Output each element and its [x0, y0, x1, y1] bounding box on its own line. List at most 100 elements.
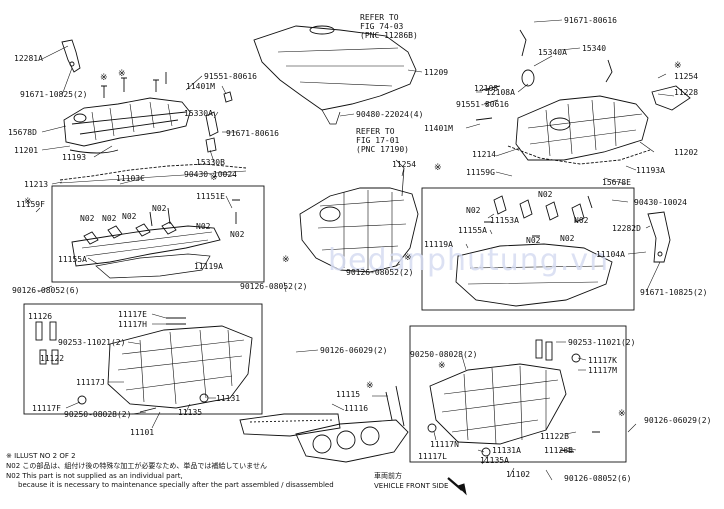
- part-label[interactable]: 91671-10825(2): [20, 90, 88, 99]
- part-label[interactable]: 11135: [178, 408, 203, 417]
- part-label[interactable]: 11117K: [588, 356, 617, 365]
- part-label[interactable]: 11201: [14, 146, 39, 155]
- part-label[interactable]: 12108A: [486, 88, 515, 97]
- part-label[interactable]: 11401M: [186, 82, 215, 91]
- note-code-n02: N02: [560, 234, 575, 243]
- star-mark: ※: [118, 69, 126, 79]
- intake-manifold: [299, 187, 419, 273]
- part-label[interactable]: 11202: [674, 148, 699, 157]
- part-label[interactable]: 11155A: [458, 226, 487, 235]
- note-code-n02: N02: [102, 214, 117, 223]
- part-label[interactable]: 11159F: [16, 200, 45, 209]
- part-label[interactable]: 15678D: [8, 128, 37, 137]
- part-label[interactable]: 91671-80616: [564, 16, 617, 25]
- part-label[interactable]: 90250-08028(2): [410, 350, 478, 359]
- part-label[interactable]: 11117N: [430, 440, 459, 449]
- part-label[interactable]: 90430-10024: [184, 170, 237, 179]
- part-label[interactable]: 11209: [424, 68, 449, 77]
- part-label[interactable]: 11122: [40, 354, 65, 363]
- part-label[interactable]: 11101: [130, 428, 155, 437]
- star-mark: ※: [618, 409, 626, 419]
- part-label[interactable]: 11117M: [588, 366, 617, 375]
- part-label[interactable]: 15330A: [184, 109, 213, 118]
- refer-1-line-3: (PNC 11286B): [360, 31, 418, 40]
- note-code-n02: N02: [230, 230, 245, 239]
- star-mark: ※: [24, 197, 32, 207]
- note-code-n02: N02: [466, 206, 481, 215]
- part-label[interactable]: 11119A: [424, 240, 453, 249]
- part-label[interactable]: 11159G: [466, 168, 495, 177]
- part-label[interactable]: 11254: [674, 72, 699, 81]
- part-label[interactable]: 11104A: [596, 250, 625, 259]
- part-label[interactable]: 11193: [62, 153, 87, 162]
- part-label[interactable]: 91551-80616: [204, 72, 257, 81]
- part-label[interactable]: 91671-80616: [226, 129, 279, 138]
- box-left-cam: [51, 185, 265, 283]
- part-label[interactable]: 90253-11021(2): [58, 338, 126, 347]
- star-mark: ※: [366, 381, 374, 391]
- valve-cover-right: [515, 95, 649, 161]
- front-label-english: VEHICLE FRONT SIDE: [374, 482, 449, 490]
- part-label[interactable]: 15678E: [602, 178, 631, 187]
- part-label[interactable]: 11228: [674, 88, 699, 97]
- part-label[interactable]: 11116: [344, 404, 369, 413]
- note-code-n02: N02: [574, 216, 589, 225]
- box-left-head: [23, 303, 263, 415]
- part-label[interactable]: 90250-08028(2): [64, 410, 132, 419]
- part-label[interactable]: 11119A: [194, 262, 223, 271]
- part-label[interactable]: 90253-11021(2): [568, 338, 636, 347]
- part-label[interactable]: 90126-06029(2): [320, 346, 388, 355]
- part-label[interactable]: 15330B: [196, 158, 225, 167]
- part-label[interactable]: 90126-08052(2): [346, 268, 414, 277]
- part-label[interactable]: 11153A: [490, 216, 519, 225]
- cam-housing-right: [455, 243, 613, 307]
- head-gasket-left: [239, 413, 341, 437]
- part-label[interactable]: 11254: [392, 160, 417, 169]
- box-right-cam: [421, 187, 635, 311]
- note-n02-japanese: N02 この部品は、組付け後の特殊な加工が必要なため、単品では補給していません: [6, 462, 267, 470]
- part-label[interactable]: 11122B: [540, 432, 569, 441]
- note-illust: ※ ILLUST NO 2 OF 2: [6, 452, 76, 460]
- bracket-left: [61, 39, 81, 73]
- part-label[interactable]: 90126-08052(2): [240, 282, 308, 291]
- part-label[interactable]: 12282D: [612, 224, 641, 233]
- box-right-head: [409, 325, 627, 463]
- part-label[interactable]: 11103C: [116, 174, 145, 183]
- part-label[interactable]: 11117E: [118, 310, 147, 319]
- part-label[interactable]: 11117H: [118, 320, 147, 329]
- part-label[interactable]: 90480-22024(4): [356, 110, 424, 119]
- part-label[interactable]: 11135A: [480, 456, 509, 465]
- part-label[interactable]: 11117J: [76, 378, 105, 387]
- part-label[interactable]: 11117L: [418, 452, 447, 461]
- part-label[interactable]: 15340: [582, 44, 607, 53]
- part-label[interactable]: 91551-80616: [456, 100, 509, 109]
- part-label[interactable]: 12281A: [14, 54, 43, 63]
- star-mark: ※: [100, 73, 108, 83]
- part-label[interactable]: 11131A: [492, 446, 521, 455]
- star-mark: ※: [404, 253, 412, 263]
- note-code-n02: N02: [538, 190, 553, 199]
- part-label[interactable]: 90126-08052(6): [12, 286, 80, 295]
- part-label[interactable]: 11213: [24, 180, 49, 189]
- part-label[interactable]: 90126-06029(2): [644, 416, 712, 425]
- part-label[interactable]: 11117F: [32, 404, 61, 413]
- part-label[interactable]: 15340A: [538, 48, 567, 57]
- part-label[interactable]: 12108: [474, 84, 499, 93]
- part-label[interactable]: 11126B: [544, 446, 573, 455]
- part-label[interactable]: 11126: [28, 312, 53, 321]
- part-label[interactable]: 90430-10024: [634, 198, 687, 207]
- part-label[interactable]: 91671-10825(2): [640, 288, 708, 297]
- cylinder-head-right: [429, 363, 567, 445]
- note-n02-english-1: N02 This part is not supplied as an indi…: [6, 472, 183, 480]
- part-label[interactable]: 90126-08052(6): [564, 474, 632, 483]
- part-label[interactable]: 11102: [506, 470, 531, 479]
- part-label[interactable]: 11115: [336, 390, 361, 399]
- part-label[interactable]: 11214: [472, 150, 497, 159]
- part-label[interactable]: 11401M: [424, 124, 453, 133]
- part-label[interactable]: 11151E: [196, 192, 225, 201]
- part-label[interactable]: 11155A: [58, 255, 87, 264]
- part-label[interactable]: 11131: [216, 394, 241, 403]
- part-label[interactable]: 11193A: [636, 166, 665, 175]
- front-label-japanese: 車両前方: [374, 472, 402, 480]
